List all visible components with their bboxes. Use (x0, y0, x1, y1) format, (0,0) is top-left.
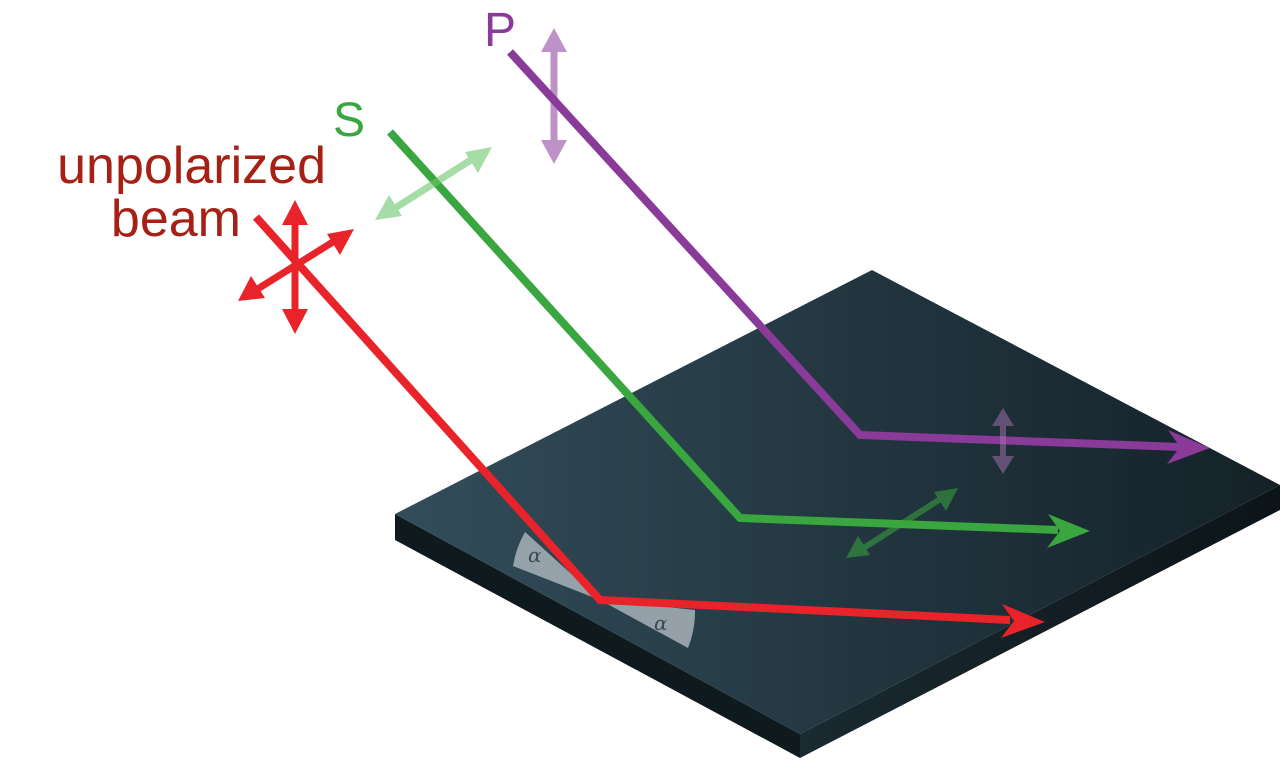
p-beam-path (507, 49, 1181, 451)
surface-top (395, 270, 1280, 734)
reflected-angle-label: α (654, 611, 668, 635)
unpolarized-beam-path (253, 214, 1011, 624)
unpolarized-label-line1: unpolarized (57, 137, 326, 195)
p-label: P (484, 4, 516, 57)
p-beam-arrowhead (1167, 430, 1210, 464)
s-beam-arrowhead (1047, 514, 1090, 548)
p-incident-polarization-arrow (541, 28, 567, 164)
surface-front-edge (395, 514, 800, 758)
p-reflected-polarization-arrow (992, 408, 1014, 474)
p-polarized-beam: P (484, 4, 1210, 474)
s-beam-path (387, 129, 1059, 534)
s-label: S (333, 94, 365, 147)
unpolarized-beam: unpolarized beam (57, 137, 1045, 638)
unpolarized-beam-arrowhead (1001, 604, 1045, 638)
reflected-angle-arc (600, 600, 696, 648)
s-incident-polarization-arrow (375, 147, 492, 220)
unpolarized-polarization-star (238, 200, 354, 334)
s-polarized-beam: S (333, 94, 1090, 558)
incident-angle-arc (513, 532, 600, 600)
s-reflected-polarization-arrow (846, 488, 958, 558)
incident-angle-label: α (528, 543, 542, 567)
unpolarized-label-line2: beam (111, 190, 241, 248)
incidence-angle-arcs: α α (513, 532, 696, 648)
